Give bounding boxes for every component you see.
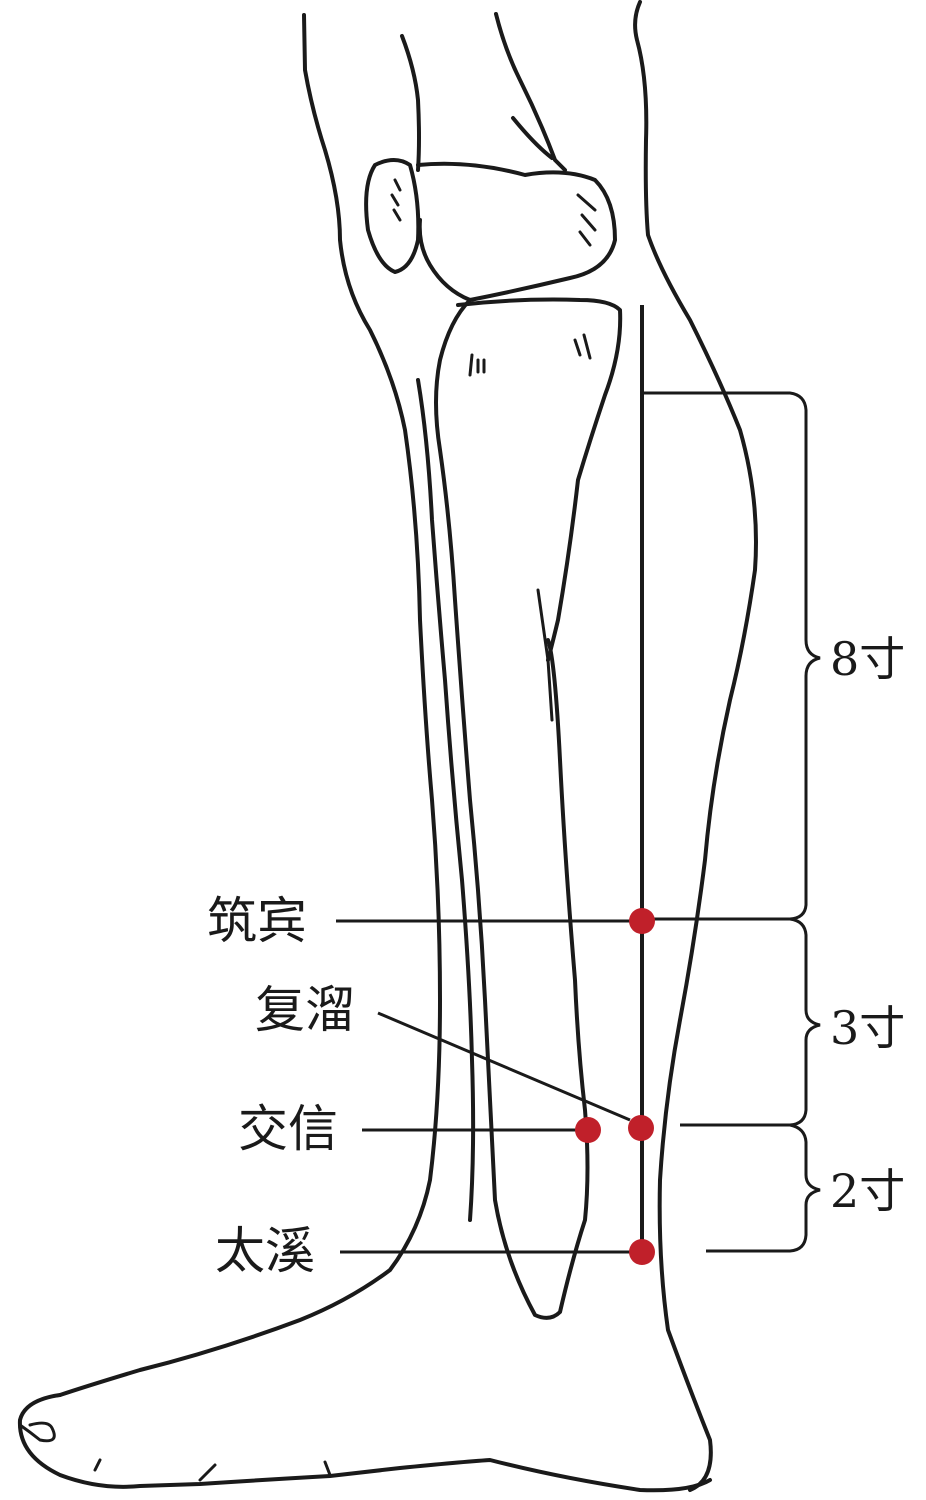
big-toe-nail (18, 1421, 56, 1443)
femur-condyle (416, 161, 617, 302)
bracket-3-cun (680, 917, 821, 1127)
acupoint-fuliu (628, 1115, 654, 1141)
thigh-tendon-line (494, 12, 567, 172)
thigh-back-outline (58, 13, 442, 1397)
thigh-tendon-line-2 (511, 116, 554, 160)
measure-2-cun: 2寸 (830, 1164, 906, 1218)
toe-crease (93, 1458, 102, 1472)
detail-mark (390, 178, 402, 222)
label-jiaoxin: 交信 (238, 1100, 338, 1158)
tibia-crest (536, 588, 554, 722)
tibia-outline (434, 298, 590, 1320)
leader-fuliu (377, 1011, 631, 1122)
label-taixi: 太溪 (215, 1222, 315, 1280)
acupoint-taixi (629, 1239, 655, 1265)
label-fuliu: 复溜 (255, 981, 355, 1039)
label-zhubin: 筑宾 (207, 892, 307, 950)
measure-3-cun: 3寸 (830, 1001, 906, 1055)
foot-sole (17, 1393, 712, 1493)
foot-crease (198, 1463, 217, 1482)
detail-mark (573, 333, 592, 360)
bracket-8-cun (642, 391, 821, 921)
femur-line (400, 34, 421, 172)
acupoint-jiaoxin (575, 1117, 601, 1143)
bracket-2-cun (706, 1123, 821, 1253)
detail-mark (468, 353, 486, 377)
shin-front-outline (633, 0, 758, 1492)
measure-8-cun: 8寸 (830, 632, 906, 686)
heel-crease (323, 1460, 332, 1477)
patella (364, 158, 421, 274)
tibia-head (456, 297, 623, 662)
fibula-line (416, 378, 476, 1222)
detail-mark (576, 193, 597, 247)
acupoint-zhubin (629, 908, 655, 934)
